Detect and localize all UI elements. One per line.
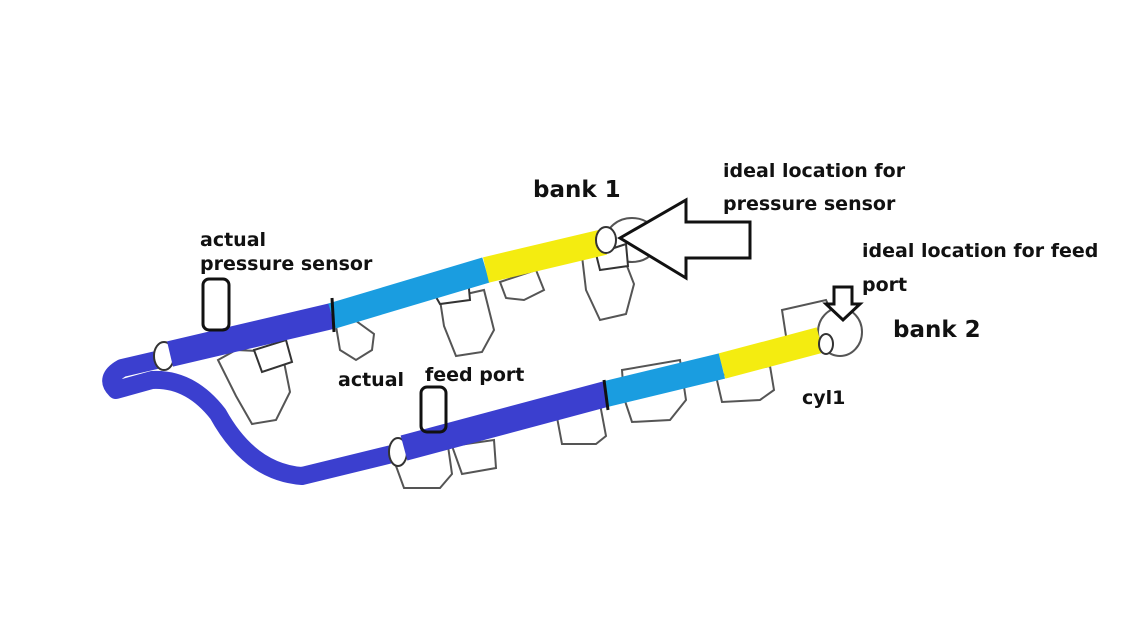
bank2-section-divider	[602, 379, 610, 411]
ideal-sensor-label-line2: pressure sensor	[723, 193, 896, 215]
bank2-light-blue-section	[602, 353, 726, 407]
bank1-mount-tab	[252, 338, 294, 374]
bank1-rail-end	[595, 226, 617, 254]
actual-feed-label-word: actual	[338, 369, 405, 391]
crossover-tube	[102, 349, 401, 485]
bank2-dark-blue-section	[400, 381, 610, 461]
cyl1-label: cyl1	[802, 387, 846, 409]
bank2-yellow-section	[718, 327, 824, 379]
bank1-dark-blue-section	[167, 303, 335, 367]
bank2-rail	[400, 327, 824, 461]
ideal-sensor-arrow-icon	[617, 197, 752, 281]
ideal-sensor-label-line1: ideal location for	[723, 160, 906, 182]
actual-pressure-sensor-marker	[201, 277, 231, 332]
bank2-label: bank 2	[893, 317, 981, 343]
actual-feed-port-marker	[419, 385, 448, 434]
ideal-feed-label-line2: port	[862, 274, 908, 296]
actual-sensor-label-line2: pressure sensor	[200, 253, 373, 275]
bank2-injector-2	[450, 438, 498, 476]
bank1-label: bank 1	[533, 177, 621, 203]
ideal-feed-arrow-icon	[822, 285, 864, 323]
bank1-injector-3	[438, 288, 496, 358]
ideal-feed-label-line1: ideal location for feed	[862, 240, 1099, 262]
bank1-rail	[167, 229, 608, 367]
bank2-rail-end	[818, 333, 834, 355]
bank1-section-divider	[330, 297, 336, 333]
bank1-yellow-section	[482, 229, 608, 283]
actual-sensor-label-line1: actual	[200, 229, 267, 251]
bank1-light-blue-section	[328, 257, 490, 329]
bank1-mount-tab	[594, 242, 630, 272]
feed-port-label: feed port	[425, 364, 525, 386]
